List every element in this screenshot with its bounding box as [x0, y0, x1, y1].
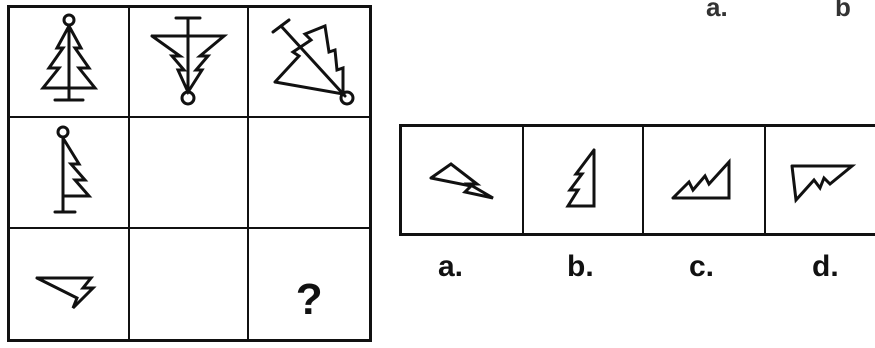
option-a-shape-icon	[417, 140, 507, 220]
puzzle-grid: ?	[7, 5, 372, 342]
question-mark: ?	[249, 275, 369, 325]
tilted-tree-icon	[259, 12, 359, 112]
bleed-label-b: b	[835, 0, 851, 23]
inverted-tree-icon	[138, 12, 238, 112]
grid-cell-1-2	[130, 8, 250, 118]
option-c-shape-icon	[659, 140, 749, 220]
option-a-label: a.	[438, 250, 463, 284]
grid-cell-2-2	[130, 118, 250, 228]
bleed-label-a: a.	[706, 0, 728, 23]
option-d-shape-icon	[776, 140, 866, 220]
grid-cell-2-1	[10, 118, 130, 228]
grid-cell-3-3: ?	[249, 229, 369, 339]
grid-cell-3-2	[130, 229, 250, 339]
grid-cell-1-1	[10, 8, 130, 118]
option-b-label: b.	[567, 250, 594, 284]
half-tree-flag-icon	[19, 122, 119, 222]
grid-cell-2-3	[249, 118, 369, 228]
pine-tree-icon	[19, 12, 119, 112]
grid-cell-3-1	[10, 229, 130, 339]
zigzag-triangle-icon	[19, 234, 119, 334]
option-d[interactable]	[766, 127, 875, 233]
answer-options	[399, 124, 875, 236]
option-b-shape-icon	[538, 140, 628, 220]
option-c-label: c.	[689, 250, 714, 284]
option-c[interactable]	[644, 127, 766, 233]
option-a[interactable]	[402, 127, 524, 233]
option-b[interactable]	[524, 127, 644, 233]
grid-cell-1-3	[249, 8, 369, 118]
option-d-label: d.	[812, 250, 839, 284]
